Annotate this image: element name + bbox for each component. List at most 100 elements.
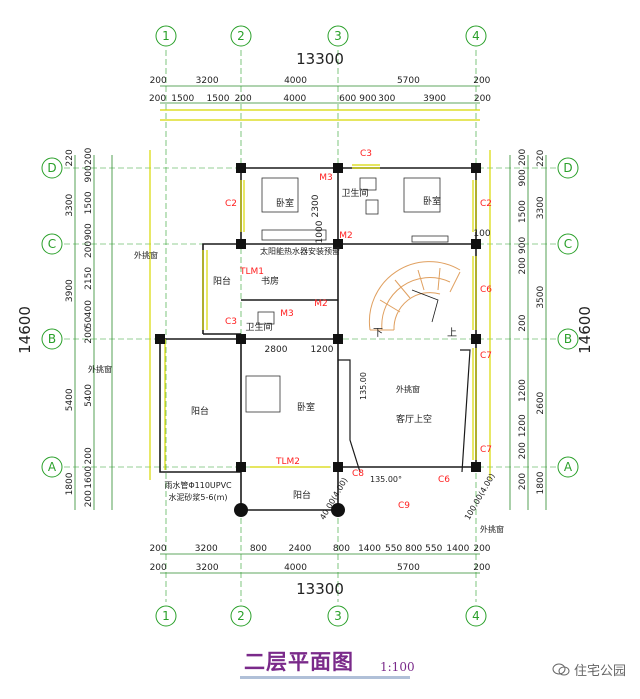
column: [236, 334, 246, 344]
axis-label: 1: [162, 29, 170, 43]
top-dim: 3200: [196, 76, 219, 86]
room-label: 阳台: [213, 275, 231, 287]
axis-bubble: [41, 456, 63, 478]
bottom-dim-detail: 800: [405, 544, 422, 554]
axis-bubble: [327, 25, 349, 47]
left-dim: 1800: [65, 472, 75, 495]
spiral-stair: [368, 261, 461, 331]
bottom-dim-detail: 800: [333, 544, 350, 554]
top-dim-detail: 300: [378, 94, 395, 104]
balcony-round-columns: [234, 503, 345, 517]
left-dim: 5400: [65, 388, 75, 411]
axis-bubbles-right: D C B A: [557, 157, 579, 478]
axis-label: A: [564, 460, 573, 474]
axis-bubble: [557, 456, 579, 478]
room-label: 卧室: [276, 197, 294, 209]
column: [471, 334, 481, 344]
misc-label: 雨水管Φ110UPVC: [164, 480, 232, 490]
door-window-tag: TLM1: [239, 267, 264, 277]
column: [333, 163, 343, 173]
axis-bubble: [557, 328, 579, 350]
axis-bubble: [465, 25, 487, 47]
door-window-tag: C6: [438, 475, 450, 485]
right-dim-detail: 200: [518, 314, 528, 331]
inner-dim: 2300: [311, 194, 321, 217]
right-dim: 2600: [536, 391, 546, 414]
top-dim-detail: 1500: [207, 94, 230, 104]
drawing-scale: 1:100: [380, 660, 415, 674]
axis-bubble: [41, 233, 63, 255]
axis-label: 3: [334, 609, 342, 623]
left-dim: 3300: [65, 193, 75, 216]
top-dim-detail: 1500: [171, 94, 194, 104]
angle-label: 135.00: [359, 372, 368, 400]
right-dim: 3500: [536, 286, 546, 309]
door-window-tag: M3: [280, 309, 294, 319]
room-label: 卫生间: [245, 321, 272, 333]
axis-label: D: [47, 161, 56, 175]
right-dim-detail: 200: [518, 148, 528, 165]
room-label: 阳台: [191, 405, 209, 417]
bottom-dim-detail: 1400: [446, 544, 469, 554]
drawing-title: 二层平面图: [244, 649, 354, 674]
left-dim-detail: 1500: [84, 191, 94, 214]
bay-window: [338, 349, 471, 473]
bottom-dim: 200: [150, 563, 167, 573]
angle-label: 135.00°: [370, 475, 402, 484]
axis-label: C: [564, 237, 572, 251]
stair-up: 上: [447, 327, 457, 339]
top-dim: 200: [473, 76, 490, 86]
door-window-tag: C3: [360, 149, 372, 159]
column: [333, 239, 343, 249]
door-window-tag: C2: [480, 199, 492, 209]
bottom-dim-detail: 3200: [195, 544, 218, 554]
left-dim-detail: 200: [84, 147, 94, 164]
inner-dim: 100: [473, 229, 490, 239]
door-window-tag: C7: [480, 351, 492, 361]
axis-bubble: [557, 157, 579, 179]
column: [236, 239, 246, 249]
bottom-dim: 5700: [397, 563, 420, 573]
axis-label: 2: [237, 609, 245, 623]
axis-label: D: [563, 161, 572, 175]
stair-arrow: [411, 289, 439, 323]
door-window-tag: TLM2: [275, 457, 300, 467]
right-dim-detail: 200: [518, 473, 528, 490]
left-dim-detail: 900: [84, 165, 94, 182]
right-dim: 3300: [536, 196, 546, 219]
stair-down: 下: [373, 328, 383, 339]
axis-label: B: [564, 332, 572, 346]
door-window-tag: C2: [225, 199, 237, 209]
top-dim-detail: 200: [149, 94, 166, 104]
column: [236, 163, 246, 173]
misc-label: 外挑窗: [480, 524, 504, 534]
room-label: 书房: [261, 275, 279, 287]
left-dim-detail: 1600: [84, 466, 94, 489]
inner-dim: 1000: [315, 220, 325, 243]
door-window-tag: C8: [352, 469, 364, 479]
bottom-dim-detail: 1400: [358, 544, 381, 554]
left-dim-detail: 5400: [84, 384, 94, 407]
left-dim-detail: 200: [84, 326, 94, 343]
overall-depth-left: 14600: [16, 306, 34, 354]
right-dim-detail: 1500: [518, 200, 528, 223]
door-window-tag: C9: [398, 501, 410, 511]
right-dim-detail: 200: [518, 442, 528, 459]
column: [333, 334, 343, 344]
column: [155, 334, 165, 344]
right-dim: 220: [536, 149, 546, 166]
column: [236, 462, 246, 472]
room-label: 阳台: [293, 489, 311, 501]
top-dim: 5700: [397, 76, 420, 86]
axis-label: A: [48, 460, 57, 474]
left-dim-detail: 200: [84, 490, 94, 507]
dimension-lines: [74, 85, 547, 574]
column: [333, 462, 343, 472]
door-window-tag: C3: [225, 317, 237, 327]
bottom-dim-detail: 200: [473, 544, 490, 554]
column: [471, 239, 481, 249]
bottom-dim: 200: [473, 563, 490, 573]
left-dim-detail: 50: [84, 316, 94, 328]
door-window-tag: C7: [480, 445, 492, 455]
top-dim-detail: 900: [359, 94, 376, 104]
